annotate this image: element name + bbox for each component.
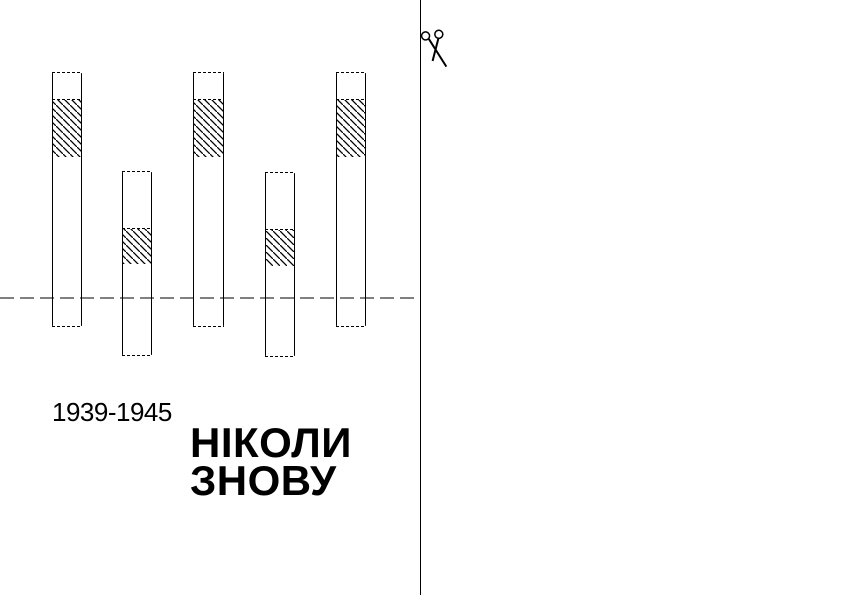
scissors-icon [420, 29, 448, 68]
years-label: 1939-1945 [52, 397, 172, 427]
bar-1 [52, 71, 82, 328]
slogan: НІКОЛИ ЗНОВУ [190, 419, 352, 504]
bar-2 [122, 170, 152, 357]
bar-2-hatch [123, 229, 151, 264]
bar-3 [193, 71, 224, 328]
bar-4-hatch [266, 230, 294, 266]
bar-5 [336, 71, 366, 328]
bar-1-hatch [53, 100, 81, 157]
bar-5-hatch [337, 100, 365, 157]
bar-3-hatch [194, 100, 223, 157]
slogan-line-2: ЗНОВУ [190, 457, 337, 504]
slogan-line-1: НІКОЛИ [190, 419, 352, 466]
bar-4 [265, 171, 295, 358]
